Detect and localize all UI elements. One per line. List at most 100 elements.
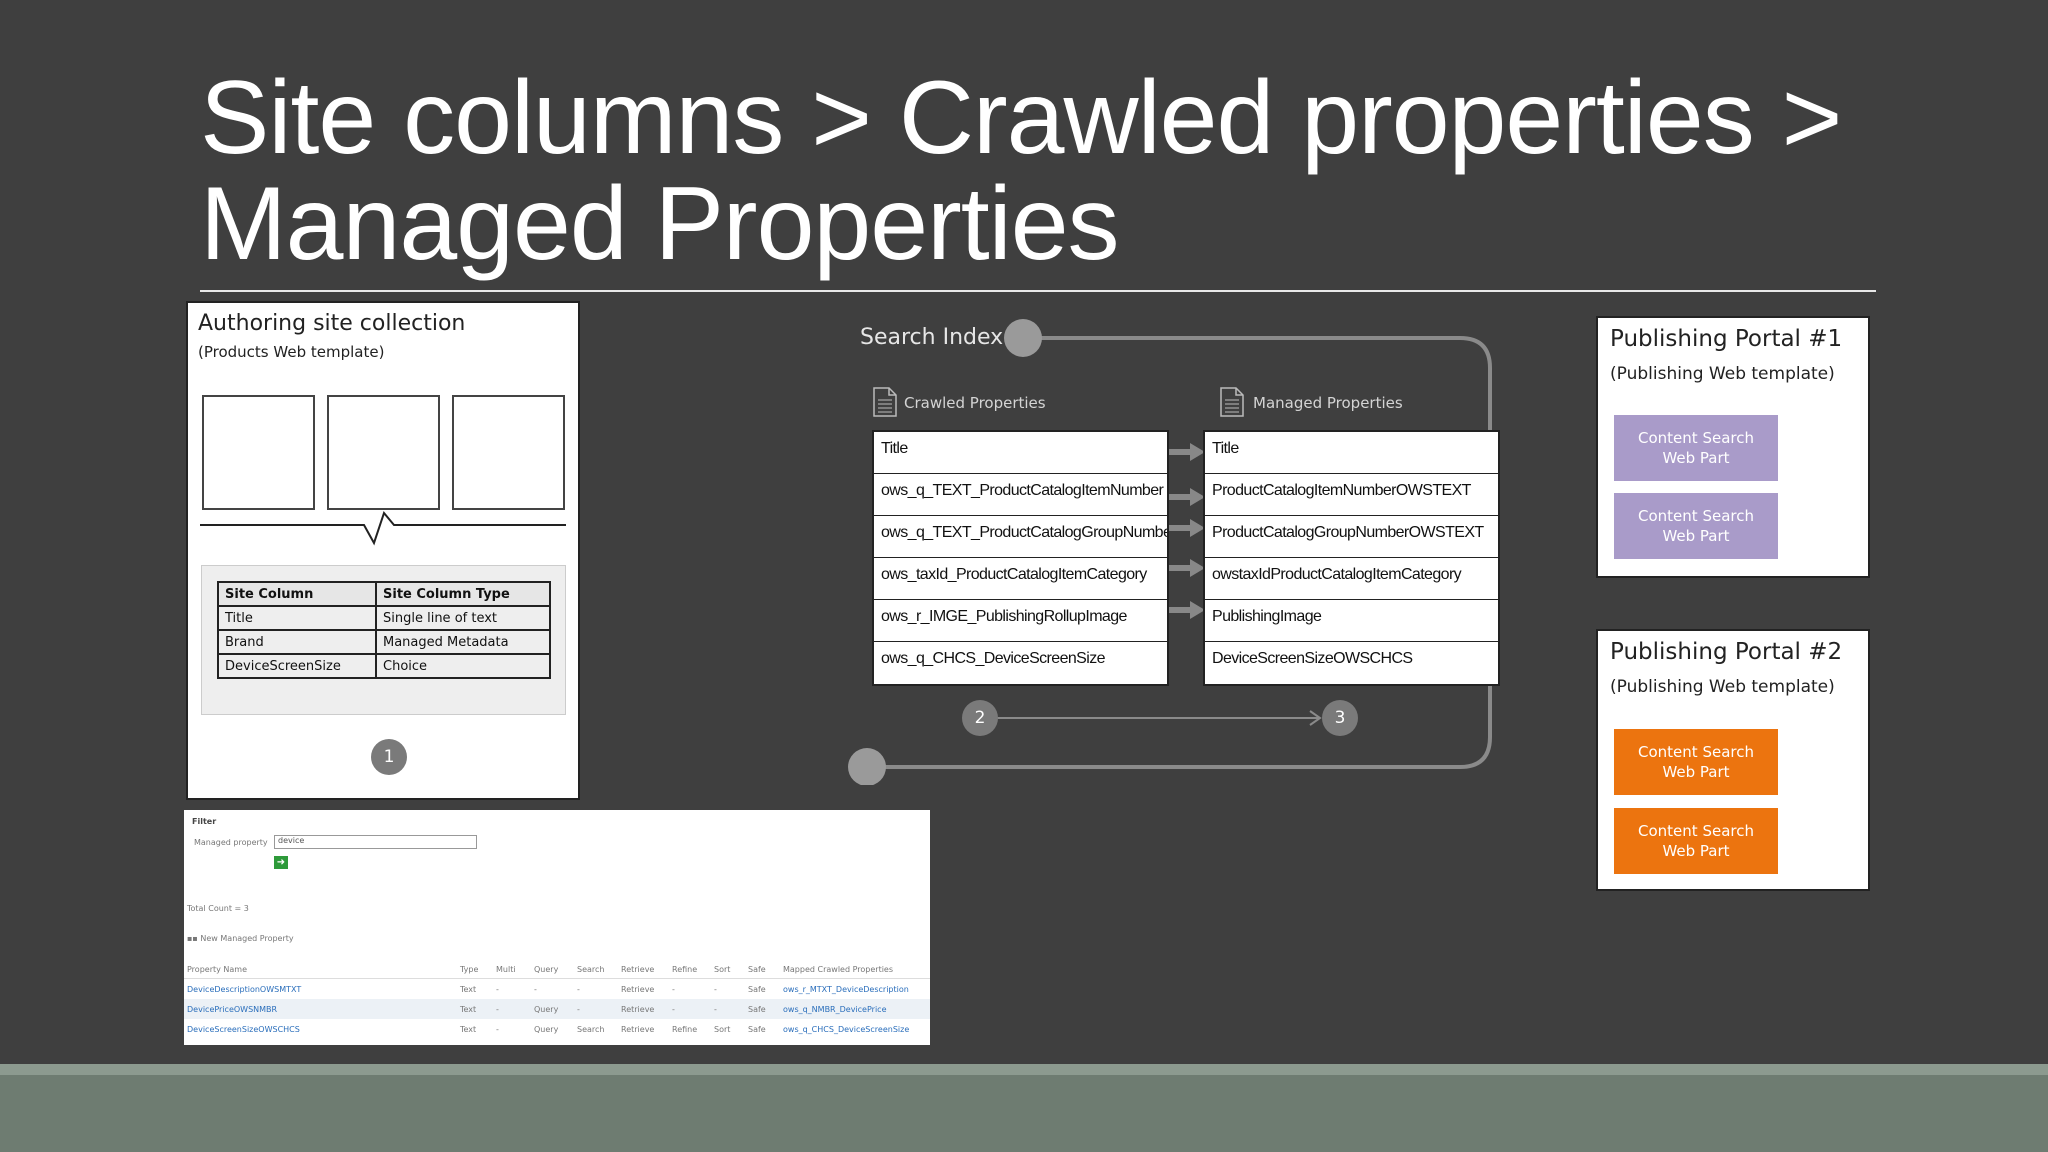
mapping-arrows [1158, 443, 1205, 619]
column-header: Safe [748, 965, 766, 974]
managed-property: ProductCatalogItemNumberOWSTEXT [1205, 474, 1498, 516]
column-header: Property Name [187, 965, 247, 974]
table-cell: Single line of text [375, 605, 551, 631]
publishing-portal-2: Publishing Portal #2 (Publishing Web tem… [1596, 629, 1870, 891]
column-header: Refine [672, 965, 698, 974]
web-part-label: Content Search [1638, 822, 1754, 840]
new-managed-property-link[interactable]: ▪▪ New Managed Property [187, 934, 294, 943]
step-badge-1: 1 [371, 739, 407, 775]
slide-title: Site columns > Crawled properties > Mana… [200, 60, 1842, 282]
crawled-property: ows_taxId_ProductCatalogItemCategory [874, 558, 1167, 600]
property-name-link[interactable]: DevicePriceOWSNMBR [187, 1005, 278, 1014]
web-part-label: Content Search [1638, 507, 1754, 525]
title-divider [200, 290, 1876, 292]
table-cell: Search [577, 1025, 605, 1034]
table-cell: Title [217, 605, 377, 631]
catalog-name: Televisions [215, 404, 302, 423]
table-cell: - [714, 985, 717, 994]
mapped-property-link[interactable]: ows_q_CHCS_DeviceScreenSize [783, 1025, 910, 1034]
table-cell: - [534, 985, 537, 994]
managed-property-input[interactable]: device [274, 835, 477, 849]
table-cell: Brand [217, 629, 377, 655]
table-cell: Safe [748, 1005, 766, 1014]
document-icon [1220, 387, 1244, 417]
managed-properties-label: Managed Properties [1253, 394, 1403, 412]
table-cell: Managed Metadata [375, 629, 551, 655]
table-cell: - [672, 1005, 675, 1014]
content-search-web-part: Content Search Web Part [1614, 493, 1778, 559]
table-cell: Query [534, 1025, 559, 1034]
slide-title-line2: Managed Properties [200, 166, 1120, 282]
search-index-label: Search Index [860, 325, 1004, 350]
step-badge-3: 3 [1322, 700, 1358, 736]
content-search-web-part: Content Search Web Part [1614, 808, 1778, 874]
callout-connector [200, 510, 566, 546]
table-cell: Retrieve [621, 1025, 655, 1034]
table-cell: Text [460, 1005, 477, 1014]
catalog-name: Cameras [472, 404, 545, 423]
table-cell: Refine [672, 1025, 698, 1034]
authoring-title: Authoring site collection [198, 311, 466, 336]
table-cell: - [496, 1025, 499, 1034]
web-part-label: Web Part [1662, 763, 1730, 781]
crawled-property: Title [874, 432, 1167, 474]
mapped-property-link[interactable]: ows_q_NMBR_DevicePrice [783, 1005, 887, 1014]
row-highlight [184, 999, 930, 1019]
footer-bar [0, 1064, 2048, 1152]
column-header: Site Column Type [375, 581, 551, 607]
table-cell: DeviceScreenSize [217, 653, 377, 679]
crawled-property: ows_q_TEXT_ProductCatalogItemNumber [874, 474, 1167, 516]
column-header: Query [534, 965, 559, 974]
go-arrow-button[interactable]: ➜ [274, 856, 288, 869]
web-part-label: Web Part [1662, 449, 1730, 467]
mapped-property-link[interactable]: ows_r_MTXT_DeviceDescription [783, 985, 909, 994]
web-part-label: Content Search [1638, 429, 1754, 447]
mapping-arrow [1158, 601, 1205, 619]
header-divider [184, 978, 930, 979]
managed-properties-screenshot: Filter Managed property device ➜ Total C… [184, 810, 930, 1045]
catalog-name: Computers [339, 404, 428, 423]
catalog-tag: [Catalog] [471, 425, 546, 444]
column-header: Multi [496, 965, 516, 974]
crawled-properties-list: Title ows_q_TEXT_ProductCatalogItemNumbe… [872, 430, 1169, 686]
footer-stripe [0, 1064, 2048, 1075]
crawled-property: ows_q_TEXT_ProductCatalogGroupNumber [874, 516, 1167, 558]
managed-property: Title [1205, 432, 1498, 474]
column-header: Retrieve [621, 965, 655, 974]
slide-title-line1: Site columns > Crawled properties > [200, 60, 1842, 176]
portal-title: Publishing Portal #1 [1610, 326, 1843, 352]
managed-property: ProductCatalogGroupNumberOWSTEXT [1205, 516, 1498, 558]
catalog-tag: [Catalog] [346, 425, 421, 444]
managed-properties-list: Title ProductCatalogItemNumberOWSTEXT Pr… [1203, 430, 1500, 686]
crawled-property: ows_q_CHCS_DeviceScreenSize [881, 650, 1106, 667]
table-cell: Text [460, 985, 477, 994]
managed-property: PublishingImage [1205, 600, 1498, 642]
content-search-web-part: Content Search Web Part [1614, 415, 1778, 481]
mapping-arrow [1158, 559, 1205, 577]
table-row: Title Single line of text [217, 605, 551, 631]
property-name-link[interactable]: DeviceDescriptionOWSMTXT [187, 985, 302, 994]
table-row: Brand Managed Metadata [217, 629, 551, 655]
catalog-televisions: Televisions [Catalog] [202, 395, 315, 510]
column-header: Type [460, 965, 479, 974]
flow-node-start [1004, 319, 1042, 357]
column-header: Search [577, 965, 605, 974]
table-cell: - [496, 1005, 499, 1014]
table-cell: Safe [748, 985, 766, 994]
property-name-link[interactable]: DeviceScreenSizeOWSCHCS [187, 1025, 300, 1034]
table-cell: Choice [375, 653, 551, 679]
document-icon [873, 387, 897, 417]
column-header: Site Column [217, 581, 377, 607]
site-columns-panel: Site Column Site Column Type Title Singl… [201, 565, 566, 715]
web-part-label: Web Part [1662, 527, 1730, 545]
catalog-cameras: Cameras [Catalog] [452, 395, 565, 510]
mapping-arrow [1158, 519, 1205, 537]
new-link-label: New Managed Property [200, 934, 294, 943]
table-cell: - [577, 1005, 580, 1014]
crawled-property: ows_r_IMGE_PublishingRollupImage [874, 600, 1167, 642]
filter-label: Filter [192, 817, 217, 826]
crawled-properties-label: Crawled Properties [904, 394, 1046, 412]
table-cell: - [577, 985, 580, 994]
column-header: Mapped Crawled Properties [783, 965, 894, 974]
content-search-web-part: Content Search Web Part [1614, 729, 1778, 795]
